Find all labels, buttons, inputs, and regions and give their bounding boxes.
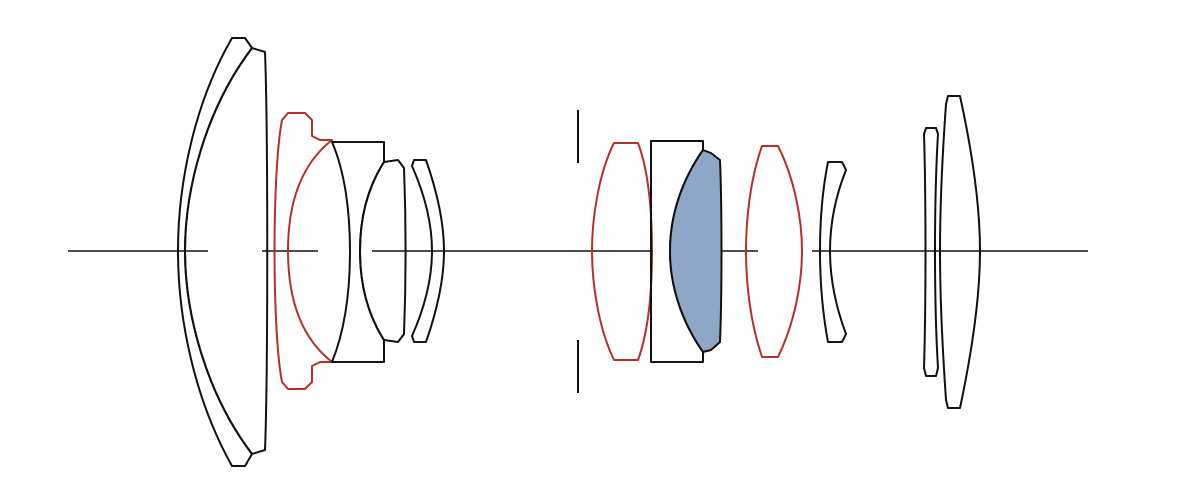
lens-element-1 [177,37,253,467]
lens-element-11 [819,161,847,343]
lens-element-10-aspherical [745,145,803,358]
lens-element-13 [939,95,981,409]
lens-element-12 [923,127,939,377]
lens-element-9-special-glass [669,149,723,353]
lens-element-5 [359,159,407,343]
lens-element-2 [184,47,269,455]
lens-element-6 [411,159,445,343]
lens-element-3-aspherical [273,112,333,390]
